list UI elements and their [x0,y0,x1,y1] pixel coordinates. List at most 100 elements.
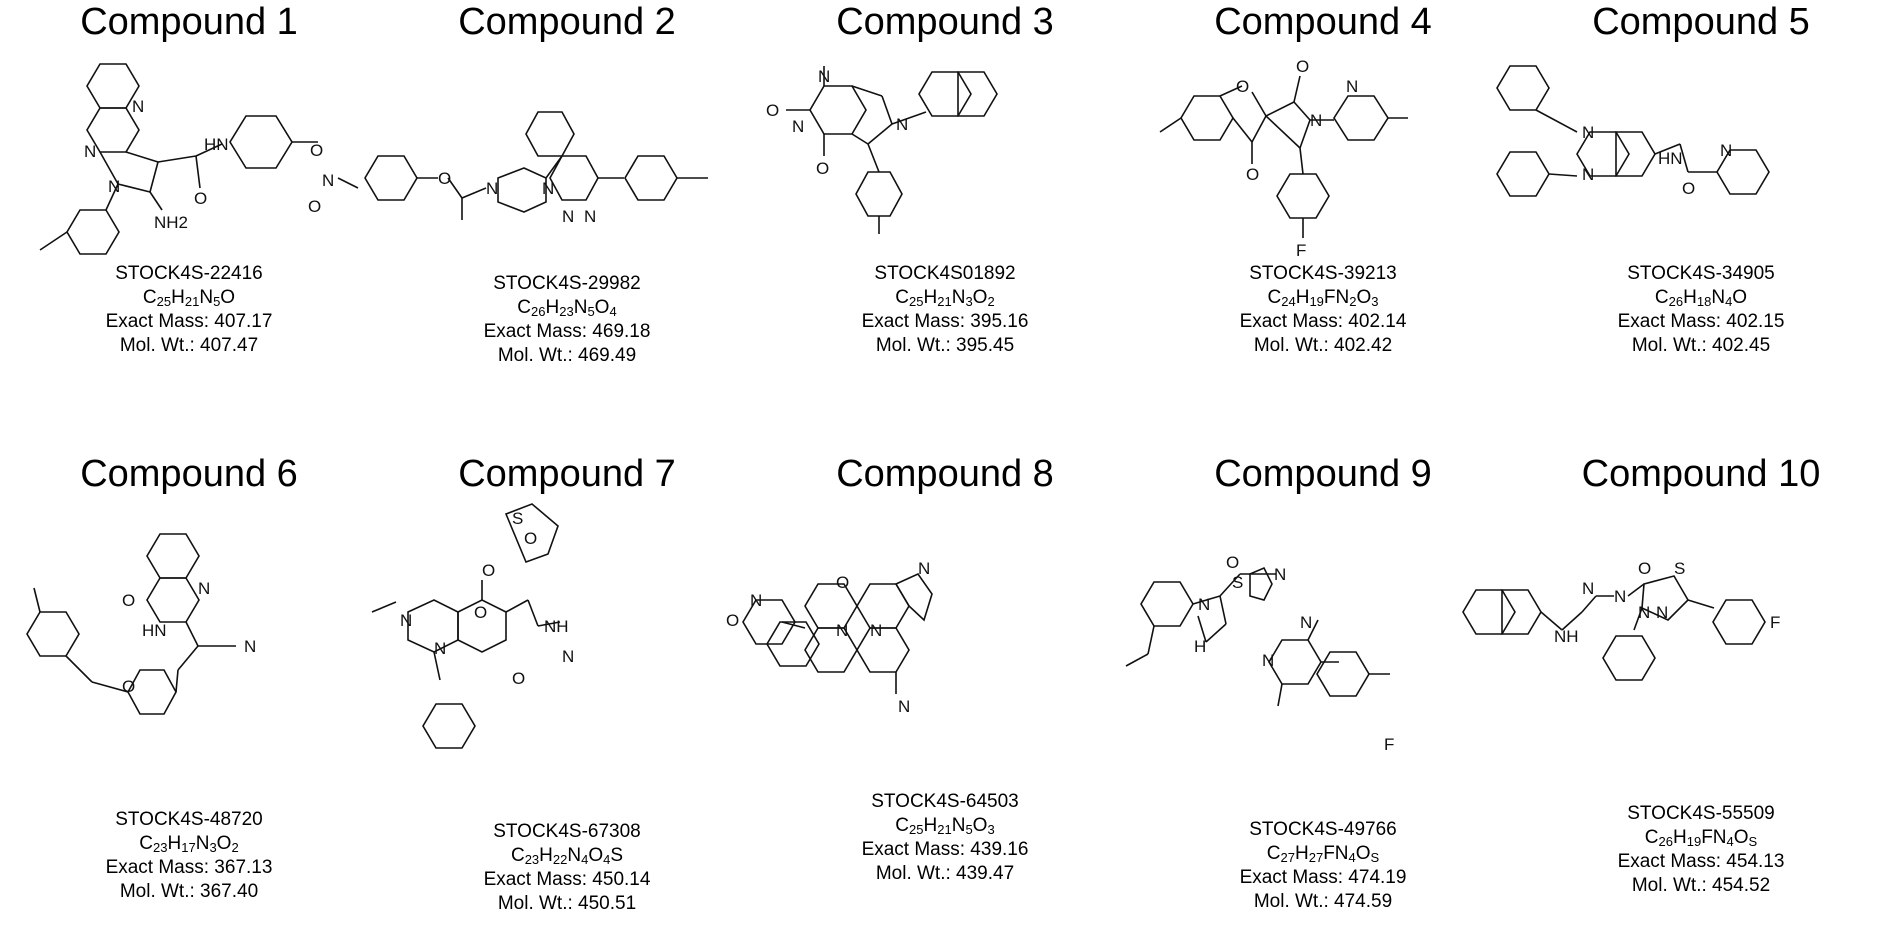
compound-structure: O S O O NH N N N O [371,503,756,774]
atom-label: N [562,207,574,226]
compound-structure: O N O O N N N N [308,52,756,322]
atom-label: N [244,637,256,656]
compound-title: Compound 1 [80,1,298,43]
atom-label: NH2 [154,213,188,232]
atom-label: N [1310,111,1322,130]
compound-id: STOCK4S-67308 [493,821,641,842]
atom-label: N [1720,141,1732,160]
atom-label: N [1262,651,1274,670]
compound-title: Compound 6 [80,453,298,495]
atom-label: S [1232,573,1243,592]
exact-mass: Exact Mass: 439.16 [861,839,1029,860]
atom-label: O [1236,77,1249,96]
atom-label: N [870,621,882,640]
atom-label: N [1582,579,1594,598]
atom-label: N [486,179,498,198]
exact-mass: Exact Mass: 450.14 [483,869,651,890]
compound-formula: C25H21N5O3 [895,815,995,837]
atom-label: O [1682,179,1695,198]
mol-wt: Mol. Wt.: 450.51 [497,893,637,914]
atom-label: N [542,179,554,198]
atom-label: N [1656,603,1668,622]
compound-info: STOCK4S-48720 C23H17N3O2 Exact Mass: 367… [0,808,378,904]
atom-label: O [816,159,829,178]
compound-title: Compound 10 [1581,453,1821,495]
atom-label: F [1296,241,1306,260]
atom-label: N [792,117,804,136]
mol-wt: Mol. Wt.: 454.52 [1631,875,1771,896]
compound-id: STOCK4S01892 [874,263,1016,284]
compound-id: STOCK4S-34905 [1627,263,1775,284]
atom-label: N [818,67,830,86]
compound-formula: C24H19FN2O3 [1267,287,1379,309]
atom-label: N [750,591,762,610]
atom-label: N [1300,613,1312,632]
atom-label: N [1582,123,1594,142]
atom-label: N [1346,77,1358,96]
exact-mass: Exact Mass: 469.18 [483,321,651,342]
exact-mass: Exact Mass: 367.13 [105,857,273,878]
atom-label: O [194,189,207,208]
atom-label: HN [142,621,167,640]
atom-label: HN [204,135,229,154]
compound-structure: HN N N N NH2 O [0,52,378,322]
compound-id: STOCK4S-29982 [493,273,641,294]
atom-label: N [322,171,334,190]
atom-label: N [918,559,930,578]
compound-formula: C26H23N5O4 [517,297,617,319]
atom-label: N [1274,565,1286,584]
atom-label: O [474,603,487,622]
compound-id: STOCK4S-49766 [1249,819,1397,840]
compound-info: STOCK4S-39213 C24H19FN2O3 Exact Mass: 40… [1134,262,1512,358]
compound-structure: O N N O N [756,52,1134,322]
compound-formula: C26H19FN4OS [1644,827,1758,849]
atom-label: F [1384,735,1394,754]
atom-label: N [1582,165,1594,184]
compound-structure: N N O S N F NH N [1462,504,1890,774]
compound-id: STOCK4S-64503 [871,791,1019,812]
atom-label: N [1638,603,1650,622]
atom-label: O [482,561,495,580]
exact-mass: Exact Mass: 402.15 [1617,311,1785,332]
atom-label: N [108,177,120,196]
atom-label: O [1296,57,1309,76]
compound-structure: O N HN O N [0,504,378,774]
atom-label: N [84,142,96,161]
mol-wt: Mol. Wt.: 402.42 [1253,335,1393,356]
atom-label: N [434,639,446,658]
compound-id: STOCK4S-48720 [115,809,263,830]
compound-id: STOCK4S-22416 [115,263,263,284]
compound-title: Compound 7 [458,453,676,495]
atom-label: N [1614,587,1626,606]
mol-wt: Mol. Wt.: 402.45 [1631,335,1771,356]
atom-label: O [438,169,451,188]
compound-structure: N O N O N N N [726,504,1134,774]
mol-wt: Mol. Wt.: 395.45 [875,335,1015,356]
compound-title: Compound 4 [1214,1,1432,43]
exact-mass: Exact Mass: 454.13 [1617,851,1785,872]
atom-label: N [898,697,910,716]
atom-label: O [836,573,849,592]
atom-label: S [512,509,523,528]
atom-label: F [1770,613,1780,632]
compound-info: STOCK4S-67308 C23H22N4O4S Exact Mass: 45… [378,820,756,916]
atom-label: N [132,97,144,116]
atom-label: O [1226,553,1239,572]
exact-mass: Exact Mass: 402.14 [1239,311,1407,332]
compound-formula: C23H17N3O2 [139,833,239,855]
mol-wt: Mol. Wt.: 474.59 [1253,891,1393,912]
compound-title: Compound 3 [836,1,1054,43]
exact-mass: Exact Mass: 407.17 [105,311,273,332]
compound-formula: C26H18N4O [1654,287,1748,309]
atom-label: NH [544,617,569,636]
atom-label: O [524,529,537,548]
atom-label: N [400,611,412,630]
compound-info: STOCK4S-29982 C26H23N5O4 Exact Mass: 469… [378,272,756,368]
mol-wt: Mol. Wt.: 407.47 [119,335,259,356]
atom-label: O [1246,165,1259,184]
compound-id: STOCK4S-55509 [1627,803,1775,824]
atom-label: O [1638,559,1651,578]
compound-formula: C23H22N4O4S [510,845,624,867]
atom-label: HN [1658,149,1683,168]
compound-structure: O S N N H N N F [1125,504,1512,774]
